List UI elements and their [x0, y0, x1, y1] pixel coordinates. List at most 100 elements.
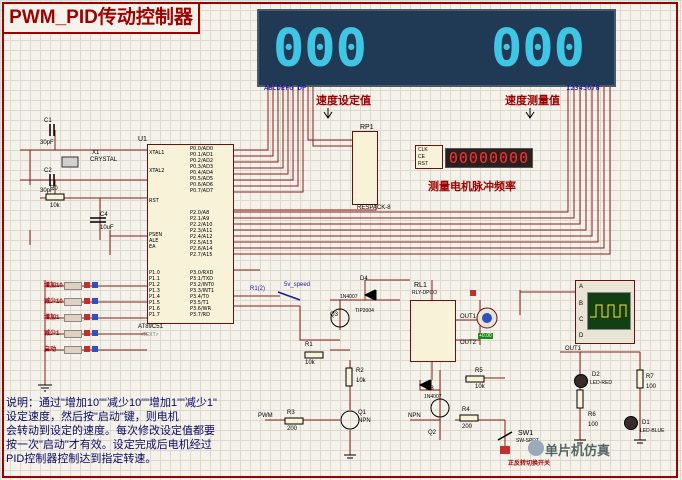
button-terminal-red-icon: [84, 298, 90, 304]
r4-ref: R4: [462, 407, 470, 413]
mcu-pin-left: P1.3: [149, 288, 160, 294]
button-terminal-blue-icon: [92, 314, 98, 320]
button-terminal-blue-icon: [92, 346, 98, 352]
push-button[interactable]: [64, 346, 82, 354]
push-button[interactable]: [64, 314, 82, 322]
r3-value: 200: [287, 426, 298, 432]
mcu-pin-left: P1.5: [149, 300, 160, 306]
q1-ref: Q1: [358, 410, 367, 416]
mcu-pin-right: P3.6/WR: [190, 306, 212, 312]
speed-set-label: 速度设定值: [316, 95, 371, 107]
mcu-pin-right: P2.7/A15: [190, 252, 213, 258]
c4-value: 10uF: [100, 225, 114, 231]
note-line: 说明：通过"增加10""减少10""增加1""减少1": [6, 397, 217, 409]
schematic-title: PWM_PID传动控制器: [2, 2, 200, 34]
mcu-pin-left: PSEN: [149, 232, 163, 238]
r5-ref: R5: [475, 368, 483, 374]
display-pin-labels-right: 12345678: [566, 84, 600, 92]
push-button[interactable]: [64, 298, 82, 306]
push-button[interactable]: [64, 282, 82, 290]
relay-rl1[interactable]: [410, 300, 456, 362]
r1-ref: R1: [305, 342, 313, 348]
mcu-pin-right: P3.0/RXD: [190, 270, 214, 276]
mcu-pin-left: P1.0: [149, 270, 160, 276]
button-terminal-red-icon: [84, 346, 90, 352]
mcu-pin-right: P0.0/AD0: [190, 146, 214, 152]
r6-ref: R6: [588, 412, 596, 418]
frame-border-left: [2, 30, 4, 478]
r2-value: 10k: [356, 378, 366, 384]
r0-value: 10k: [50, 203, 60, 209]
motor-terminal-icon: [470, 290, 476, 296]
push-button-label: 增加10: [44, 283, 63, 289]
rp1-ref: RP1: [360, 124, 374, 131]
q3-part: TIP2004: [355, 308, 374, 314]
q3-ref: Q3: [330, 312, 339, 318]
r3-ref: R3: [287, 410, 295, 416]
mcu-pin-left: XTAL1: [149, 150, 165, 156]
r4-value: 200: [462, 424, 473, 430]
d4-ref: D4: [360, 276, 368, 282]
button-terminal-blue-icon: [92, 330, 98, 336]
mcu-pin-left: P1.6: [149, 306, 160, 312]
speed-measured-label: 速度测量值: [505, 95, 560, 107]
frame-border-bottom: [2, 476, 678, 478]
u1-text: <TEXT>: [140, 332, 159, 338]
c4-ref: C4: [100, 212, 108, 218]
u1-ref: U1: [138, 136, 147, 143]
counter-pin-clk: CLK: [418, 147, 428, 153]
mcu-pin-left: P1.2: [149, 282, 160, 288]
speed-set-digits: 000: [273, 19, 367, 79]
rl1-part: RLY-DPCO: [412, 290, 438, 296]
mcu-pin-right: P2.4/A12: [190, 234, 213, 240]
push-button-label: 增加1: [44, 315, 60, 321]
counter-timer[interactable]: CLK CE RST: [415, 145, 443, 169]
rv-ref: R1(2): [250, 286, 266, 292]
q1-part: NPN: [358, 418, 371, 424]
display-pin-labels-left: ABCDEFG DP: [264, 84, 307, 92]
scope-channel-c: C: [579, 317, 584, 323]
mcu-pin-right: P3.7/RD: [190, 312, 210, 318]
push-button[interactable]: [64, 330, 82, 338]
q2-ref: Q2: [428, 430, 437, 436]
rv-part: 5v_speed: [284, 282, 311, 288]
mcu-pin-right: P3.2/INT0: [190, 282, 215, 288]
mcu-pin-right: P0.5/AD5: [190, 176, 214, 182]
d4-part: 1N4007: [340, 294, 358, 300]
x1-part: CRYSTAL: [90, 157, 118, 163]
mcu-pin-right: P0.1/AD1: [190, 152, 214, 158]
d2-ref: D2: [592, 372, 600, 378]
mcu-pin-right: P3.5/T1: [190, 300, 209, 306]
out2-label: OUT2: [460, 340, 477, 346]
mcu-pin-right: P2.5/A13: [190, 240, 213, 246]
mcu-pin-left: RST: [149, 198, 159, 204]
button-terminal-blue-icon: [92, 298, 98, 304]
mcu-pin-right: P2.3/A11: [190, 228, 213, 234]
r2-ref: R2: [356, 368, 364, 374]
c2-ref: C2: [44, 168, 52, 174]
led-red-icon: [574, 374, 588, 388]
watermark-logo-icon: [528, 440, 544, 456]
scope-channel-a: A: [579, 284, 584, 290]
out1-led-label: OUT1: [565, 346, 582, 352]
r7-value: 100: [646, 384, 657, 390]
microcontroller-u1[interactable]: [147, 144, 234, 324]
mcu-pin-left: ALE: [149, 238, 159, 244]
scope-channel-b: B: [579, 301, 584, 307]
button-terminal-red-icon: [84, 330, 90, 336]
d1-ref: D1: [642, 420, 650, 426]
switch-direction-label: 正反转切换开关: [508, 461, 551, 467]
pwm-label: PWM: [258, 413, 273, 419]
mcu-pin-right: P3.3/INT1: [190, 288, 215, 294]
out1-label: OUT1: [460, 314, 477, 320]
x1-ref: X1: [92, 150, 100, 156]
button-terminal-red-icon: [84, 282, 90, 288]
u1-part: AT89C51: [138, 324, 163, 330]
sw1-part: SW-SPDT: [516, 438, 539, 444]
c1-value: 30pF: [40, 140, 54, 146]
switch-sw1-icon[interactable]: [500, 446, 510, 454]
d3-ref: D3: [426, 386, 434, 392]
scope-channel-d: D: [579, 333, 584, 339]
resistor-pack-rp1[interactable]: [352, 131, 378, 205]
